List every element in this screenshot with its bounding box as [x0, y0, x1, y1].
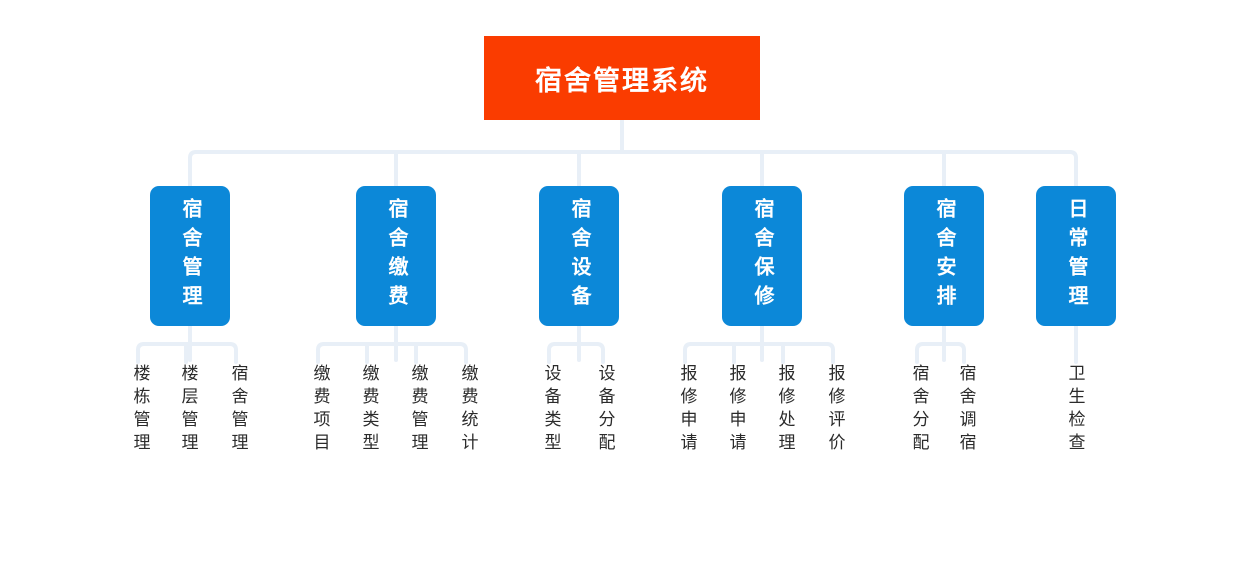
- node-leaf-2-3[interactable]: 缴费管理: [408, 364, 428, 456]
- node-leaf-2-4[interactable]: 缴费统计: [458, 364, 478, 456]
- node-branch-6-label: 日常管理: [1065, 198, 1087, 314]
- node-branch-5[interactable]: 宿舍安排: [904, 186, 984, 326]
- node-branch-4[interactable]: 宿舍保修: [722, 186, 802, 326]
- node-leaf-3-2[interactable]: 设备分配: [595, 364, 615, 456]
- connector-branch5-bus: [915, 342, 966, 364]
- node-leaf-1-2[interactable]: 楼层管理: [178, 364, 198, 456]
- node-leaf-2-2[interactable]: 缴费类型: [359, 364, 379, 456]
- node-branch-1-label: 宿舍管理: [179, 198, 201, 314]
- node-branch-2[interactable]: 宿舍缴费: [356, 186, 436, 326]
- node-leaf-5-2[interactable]: 宿舍调宿: [956, 364, 976, 456]
- node-leaf-3-1[interactable]: 设备类型: [541, 364, 561, 456]
- node-leaf-4-3[interactable]: 报修处理: [775, 364, 795, 456]
- node-branch-4-label: 宿舍保修: [751, 198, 773, 314]
- node-branch-3[interactable]: 宿舍设备: [539, 186, 619, 326]
- node-branch-5-label: 宿舍安排: [933, 198, 955, 314]
- connector-level1-bus: [188, 150, 1078, 188]
- node-leaf-6-1[interactable]: 卫生检查: [1065, 364, 1085, 456]
- node-branch-2-label: 宿舍缴费: [385, 198, 407, 314]
- connector-branch4-bus: [683, 342, 835, 364]
- node-root[interactable]: 宿舍管理系统: [484, 36, 760, 120]
- node-branch-1[interactable]: 宿舍管理: [150, 186, 230, 326]
- connector-branch1-bus: [136, 342, 238, 364]
- node-root-label: 宿舍管理系统: [535, 65, 709, 96]
- node-leaf-4-4[interactable]: 报修评价: [825, 364, 845, 456]
- node-leaf-4-2[interactable]: 报修申请: [726, 364, 746, 456]
- node-branch-3-label: 宿舍设备: [568, 198, 590, 314]
- node-leaf-2-1[interactable]: 缴费项目: [310, 364, 330, 456]
- connector-branch2-bus: [316, 342, 468, 364]
- node-leaf-5-1[interactable]: 宿舍分配: [909, 364, 929, 456]
- connector-branch3-bus: [547, 342, 605, 364]
- node-leaf-1-3[interactable]: 宿舍管理: [228, 364, 248, 456]
- node-leaf-4-1[interactable]: 报修申请: [677, 364, 697, 456]
- node-leaf-1-1[interactable]: 楼栋管理: [130, 364, 150, 456]
- node-branch-6[interactable]: 日常管理: [1036, 186, 1116, 326]
